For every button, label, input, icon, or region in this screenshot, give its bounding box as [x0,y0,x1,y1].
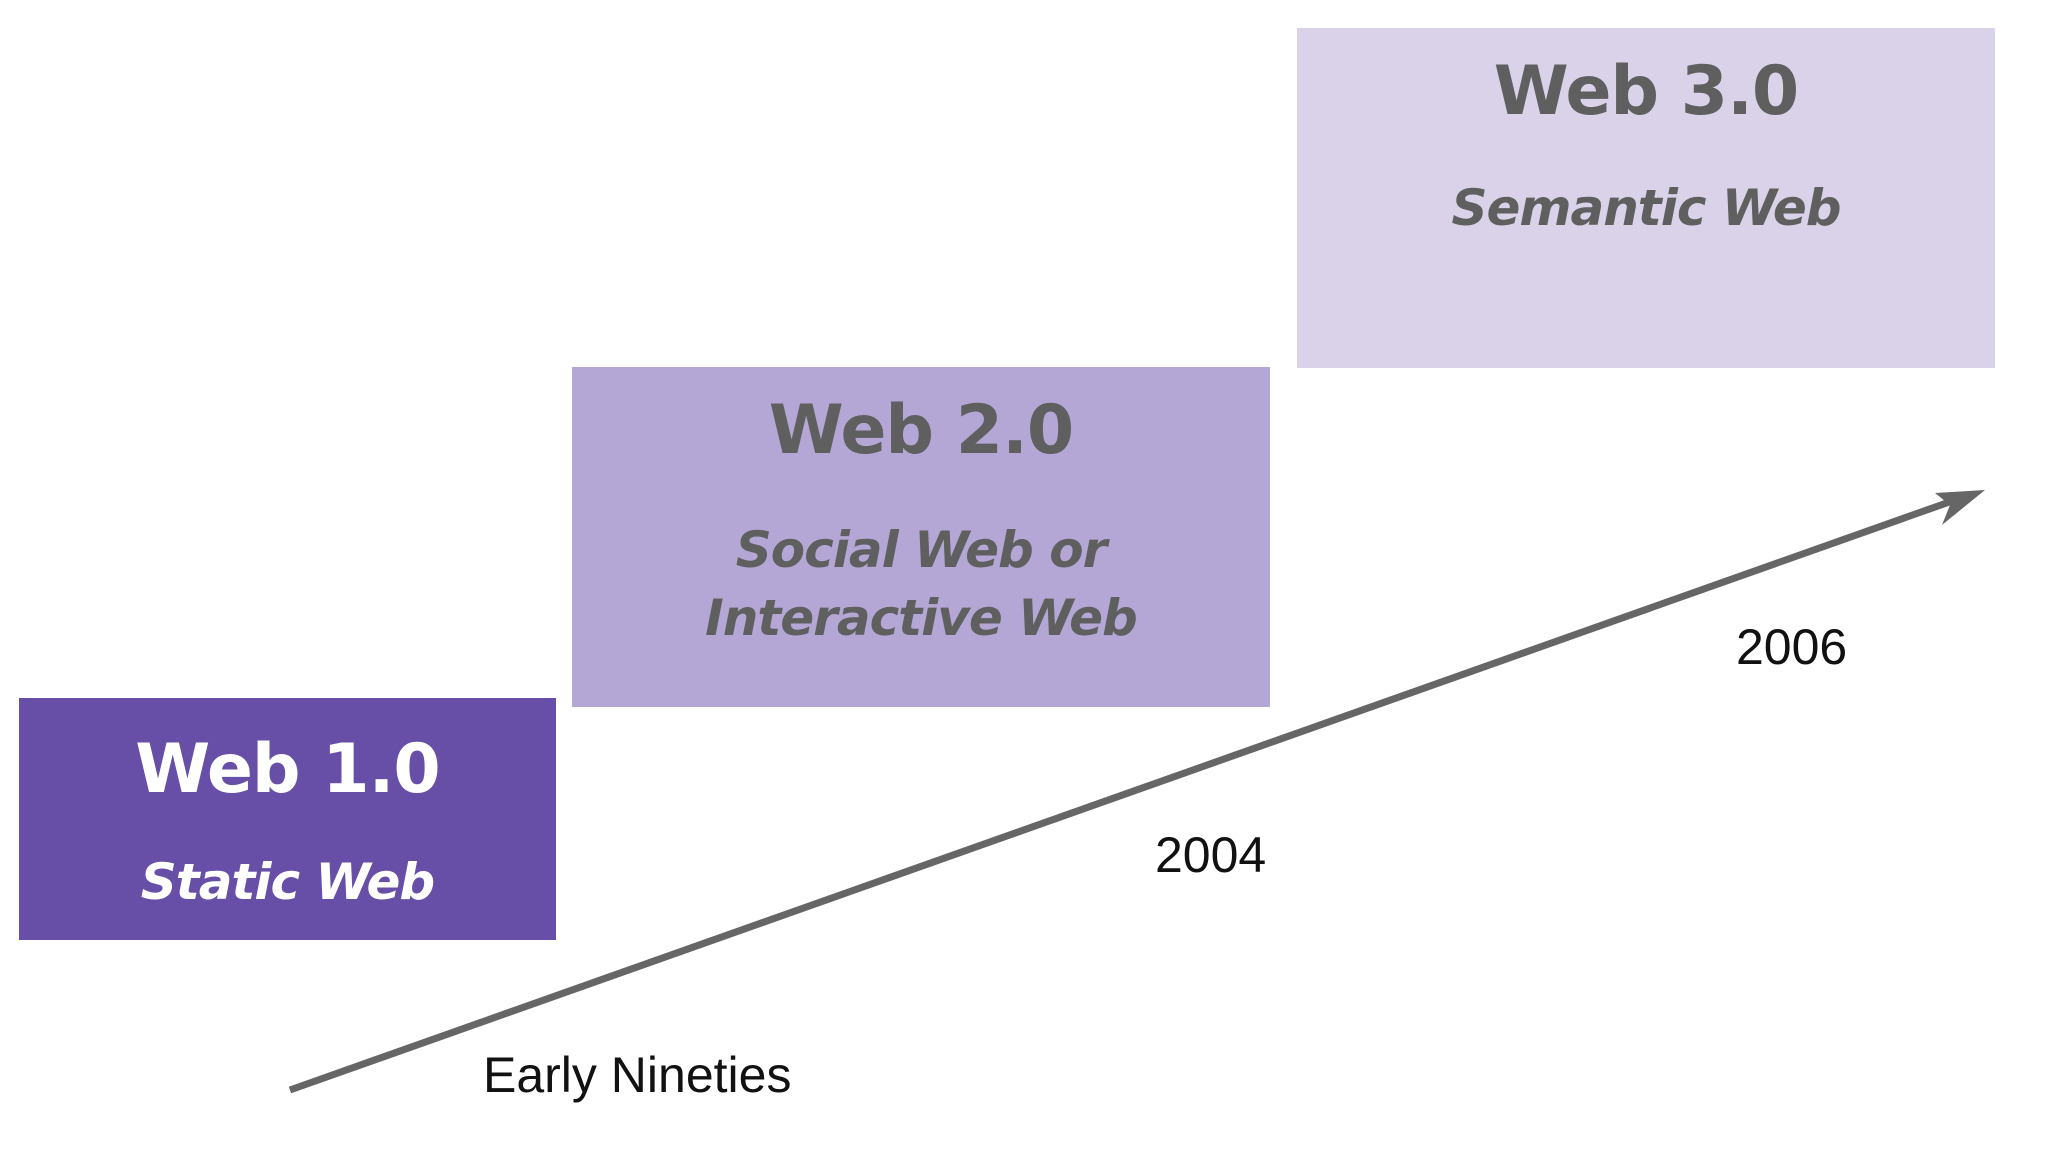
card-web1-subtitle: Static Web [140,853,435,911]
timeline-label-early-nineties: Early Nineties [483,1047,792,1103]
timeline-label-2006: 2006 [1736,619,1848,675]
card-web1: Web 1.0 Static Web [19,698,556,940]
timeline-label-2004: 2004 [1155,827,1267,883]
card-web2: Web 2.0 Social Web or Interactive Web [572,367,1270,707]
timeline-arrow-line [288,496,1957,1094]
card-web3-subtitle: Semantic Web [1451,179,1841,237]
card-web1-title: Web 1.0 [135,730,441,809]
card-web2-title: Web 2.0 [768,391,1075,470]
card-web3: Web 3.0 Semantic Web [1297,28,1995,368]
card-web3-title: Web 3.0 [1493,52,1800,131]
timeline-arrow-head [1935,490,1985,525]
card-web2-subtitle: Social Web or Interactive Web [705,521,1138,647]
